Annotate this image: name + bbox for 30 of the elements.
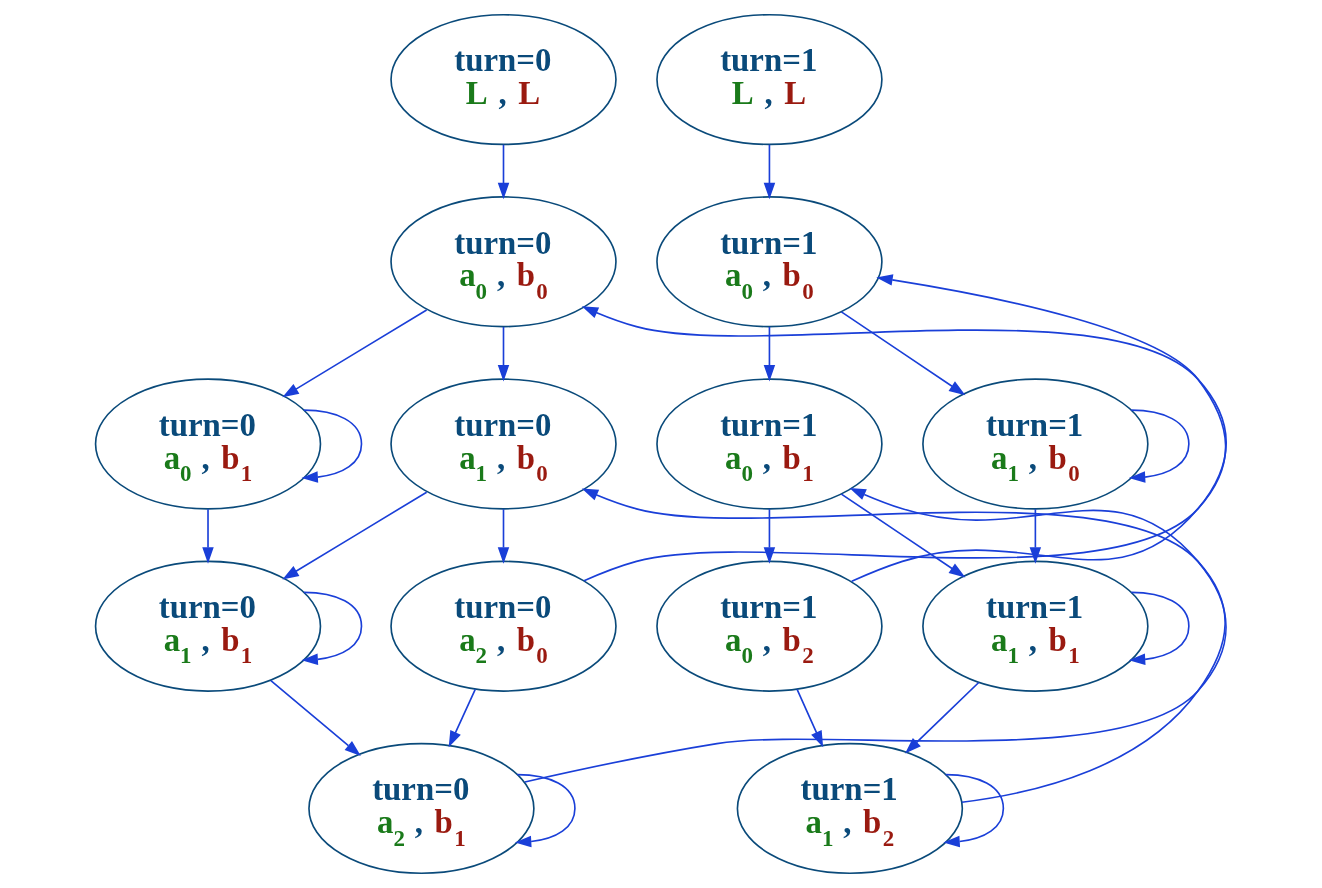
arrow bbox=[514, 773, 576, 848]
node-ellipse: turn=1 a$_{0}$ , b$_{1}$ bbox=[656, 378, 883, 510]
node-ellipse: turn=0 a$_{1}$ , b$_{0}$ bbox=[390, 378, 617, 510]
arrow bbox=[282, 309, 428, 398]
arrow bbox=[202, 508, 214, 564]
arrow bbox=[497, 508, 510, 564]
node-ellipse: turn=1 a$_{0}$ , b$_{0}$ bbox=[656, 196, 883, 328]
arrow bbox=[1128, 409, 1190, 483]
arrow bbox=[1029, 508, 1042, 564]
node-ellipse: turn=0 a$_{0}$ , b$_{0}$ bbox=[390, 196, 617, 328]
node-ellipse: turn=1 L , L bbox=[656, 13, 883, 146]
arrow bbox=[301, 591, 363, 666]
arrow bbox=[497, 144, 510, 200]
arrow bbox=[905, 681, 980, 754]
arrow bbox=[840, 493, 966, 578]
arrow bbox=[301, 409, 363, 483]
arrow bbox=[763, 508, 776, 564]
arrow bbox=[840, 311, 966, 396]
arrow bbox=[282, 491, 428, 580]
arrow bbox=[270, 679, 361, 757]
node-ellipse: turn=0 L , L bbox=[390, 13, 617, 146]
arrow bbox=[763, 326, 776, 382]
arrow bbox=[1128, 591, 1190, 666]
arrow bbox=[763, 144, 776, 200]
arrow bbox=[796, 688, 824, 748]
node-ellipse: turn=0 a$_{2}$ , b$_{0}$ bbox=[390, 560, 617, 692]
arrow bbox=[497, 326, 510, 382]
arrow bbox=[943, 773, 1005, 848]
node-ellipse: turn=1 a$_{0}$ , b$_{2}$ bbox=[656, 560, 883, 692]
arrow bbox=[448, 688, 477, 748]
